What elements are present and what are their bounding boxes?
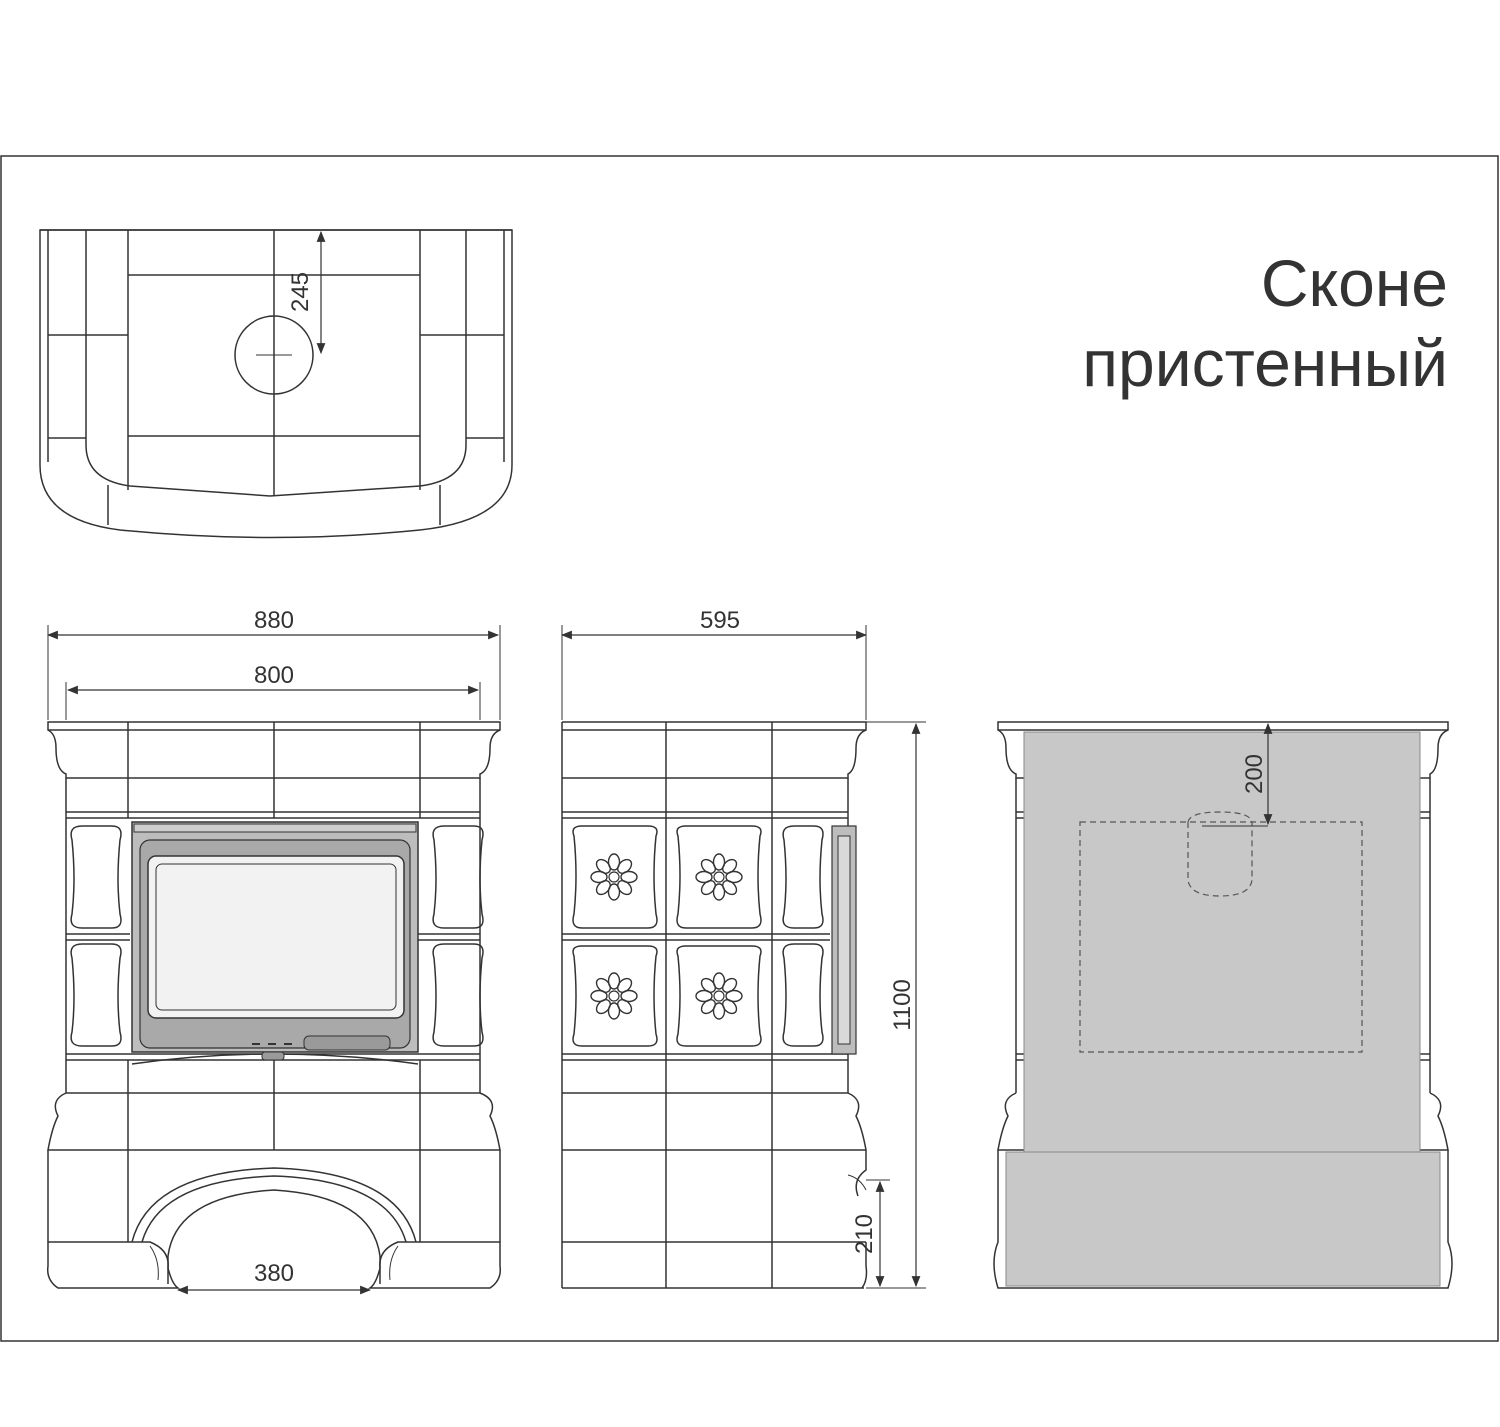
product-subtitle: пристенный (1082, 326, 1448, 400)
side-view (560, 625, 868, 1289)
dim-label-rear-flue-offset: 200 (1241, 754, 1268, 794)
back-panel-lower (1005, 1151, 1441, 1287)
front-view (46, 625, 502, 1295)
dim-label-height: 1100 (889, 979, 916, 1031)
rear-dimension (1202, 722, 1273, 827)
dim-label-vent-height: 210 (851, 1214, 878, 1254)
dim-label-arch-width: 380 (254, 1260, 294, 1287)
hidden-outlines (1079, 811, 1363, 1053)
frame-border (0, 155, 1499, 1342)
flue-opening (234, 315, 314, 395)
door-glass (147, 855, 405, 1019)
dim-label-flue-offset: 245 (287, 272, 314, 312)
dim-label-depth: 595 (700, 607, 740, 634)
product-title: Сконе (1260, 246, 1448, 320)
dim-label-body-width: 800 (254, 662, 294, 689)
back-panel-upper (1023, 731, 1421, 1153)
top-view (39, 229, 513, 539)
side-dimensions (866, 721, 926, 1289)
dim-label-overall-width: 880 (254, 607, 294, 634)
